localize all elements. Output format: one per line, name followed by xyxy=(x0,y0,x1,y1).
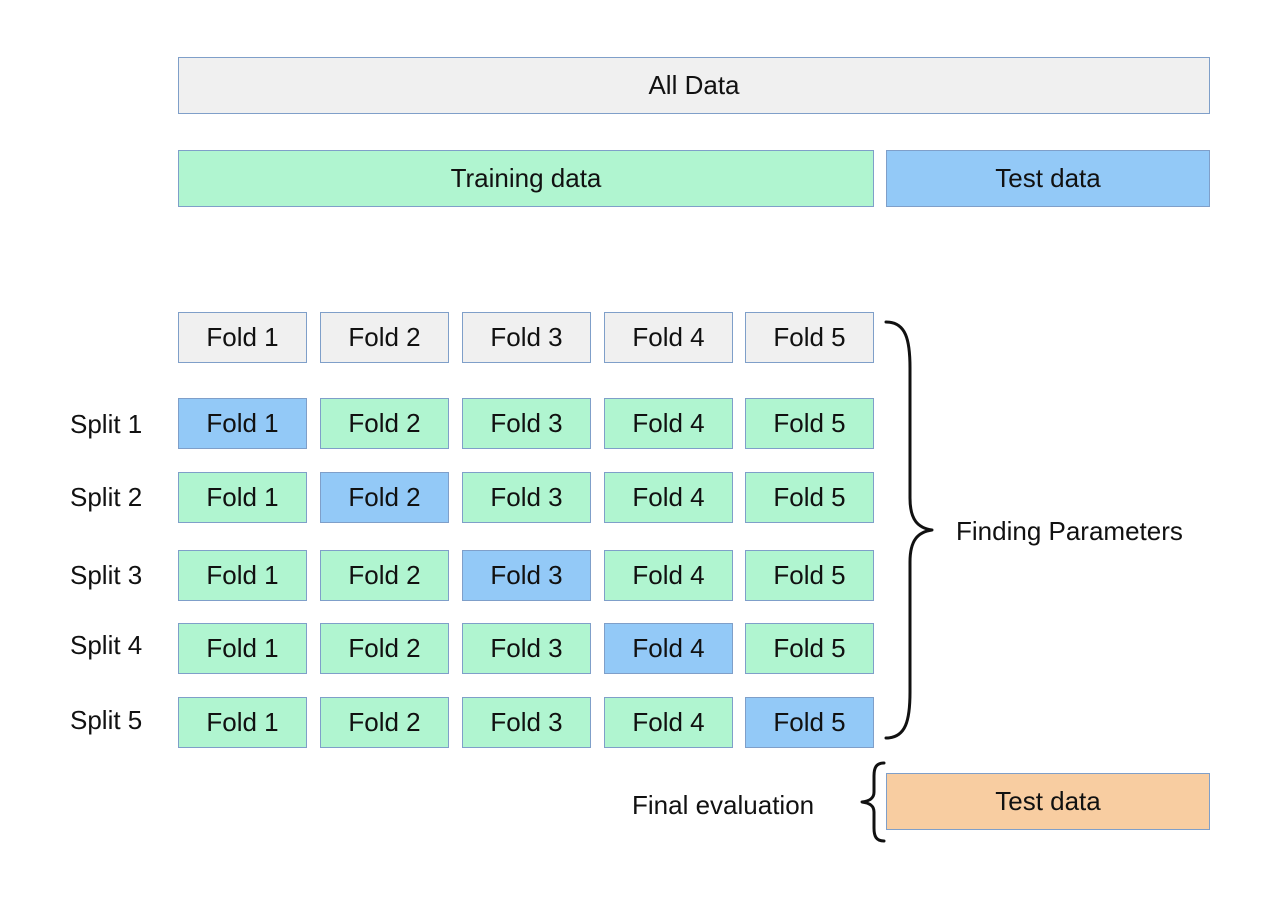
split-3-fold-4: Fold 4 xyxy=(604,550,733,601)
all-data-label: All Data xyxy=(648,70,740,100)
fold-label: Fold 1 xyxy=(206,408,279,438)
split-3-fold-2: Fold 2 xyxy=(320,550,449,601)
split-5-fold-2: Fold 2 xyxy=(320,697,449,748)
test-data-bar: Test data xyxy=(886,150,1210,207)
fold-label: Fold 2 xyxy=(348,408,421,438)
finding-parameters-brace-icon xyxy=(884,320,934,740)
fold-label: Fold 5 xyxy=(773,408,846,438)
test-data-label: Test data xyxy=(995,163,1101,193)
split-3-fold-1: Fold 1 xyxy=(178,550,307,601)
fold-label: Fold 3 xyxy=(490,408,563,438)
fold-label: Fold 3 xyxy=(490,707,563,737)
split-4-fold-3: Fold 3 xyxy=(462,623,591,674)
fold-header-5: Fold 5 xyxy=(745,312,874,363)
split-4-fold-1: Fold 1 xyxy=(178,623,307,674)
split-2-fold-5: Fold 5 xyxy=(745,472,874,523)
split-2-fold-2: Fold 2 xyxy=(320,472,449,523)
split-4-fold-4: Fold 4 xyxy=(604,623,733,674)
split-4-fold-2: Fold 2 xyxy=(320,623,449,674)
fold-label: Fold 1 xyxy=(206,482,279,512)
split-1-fold-1: Fold 1 xyxy=(178,398,307,449)
finding-parameters-label: Finding Parameters xyxy=(956,516,1183,546)
split-label-2: Split 2 xyxy=(70,482,143,512)
final-evaluation-brace-icon xyxy=(860,761,886,843)
split-1-fold-4: Fold 4 xyxy=(604,398,733,449)
split-2-fold-4: Fold 4 xyxy=(604,472,733,523)
fold-label: Fold 5 xyxy=(773,560,846,590)
fold-label: Fold 3 xyxy=(490,482,563,512)
fold-label: Fold 2 xyxy=(348,560,421,590)
split-2-fold-3: Fold 3 xyxy=(462,472,591,523)
fold-label: Fold 1 xyxy=(206,560,279,590)
split-5-fold-5: Fold 5 xyxy=(745,697,874,748)
training-data-label: Training data xyxy=(450,163,602,193)
split-1-fold-3: Fold 3 xyxy=(462,398,591,449)
fold-header-2: Fold 2 xyxy=(320,312,449,363)
fold-label: Fold 4 xyxy=(632,408,705,438)
final-test-data-bar: Test data xyxy=(886,773,1210,830)
fold-label: Fold 5 xyxy=(773,707,846,737)
fold-label: Fold 5 xyxy=(773,482,846,512)
split-label-1: Split 1 xyxy=(70,409,143,439)
fold-label: Fold 4 xyxy=(632,482,705,512)
fold-label: Fold 4 xyxy=(632,633,705,663)
split-label-5: Split 5 xyxy=(70,705,143,735)
all-data-bar: All Data xyxy=(178,57,1210,114)
fold-label: Fold 2 xyxy=(348,633,421,663)
split-1-fold-2: Fold 2 xyxy=(320,398,449,449)
fold-header-3: Fold 3 xyxy=(462,312,591,363)
fold-label: Fold 1 xyxy=(206,707,279,737)
fold-label: Fold 5 xyxy=(773,633,846,663)
split-label-4: Split 4 xyxy=(70,630,143,660)
fold-header-label: Fold 5 xyxy=(773,322,846,352)
fold-header-1: Fold 1 xyxy=(178,312,307,363)
split-label-3: Split 3 xyxy=(70,560,143,590)
fold-header-label: Fold 2 xyxy=(348,322,421,352)
fold-header-label: Fold 3 xyxy=(490,322,563,352)
split-2-fold-1: Fold 1 xyxy=(178,472,307,523)
split-3-fold-5: Fold 5 xyxy=(745,550,874,601)
split-4-fold-5: Fold 5 xyxy=(745,623,874,674)
final-evaluation-label: Final evaluation xyxy=(632,790,815,820)
fold-label: Fold 3 xyxy=(490,560,563,590)
split-5-fold-4: Fold 4 xyxy=(604,697,733,748)
split-1-fold-5: Fold 5 xyxy=(745,398,874,449)
fold-label: Fold 2 xyxy=(348,482,421,512)
split-5-fold-3: Fold 3 xyxy=(462,697,591,748)
fold-header-label: Fold 1 xyxy=(206,322,279,352)
fold-header-4: Fold 4 xyxy=(604,312,733,363)
fold-label: Fold 4 xyxy=(632,707,705,737)
fold-label: Fold 2 xyxy=(348,707,421,737)
split-5-fold-1: Fold 1 xyxy=(178,697,307,748)
training-data-bar: Training data xyxy=(178,150,874,207)
final-test-data-label: Test data xyxy=(995,786,1101,816)
fold-label: Fold 3 xyxy=(490,633,563,663)
fold-label: Fold 1 xyxy=(206,633,279,663)
split-3-fold-3: Fold 3 xyxy=(462,550,591,601)
fold-header-label: Fold 4 xyxy=(632,322,705,352)
fold-label: Fold 4 xyxy=(632,560,705,590)
